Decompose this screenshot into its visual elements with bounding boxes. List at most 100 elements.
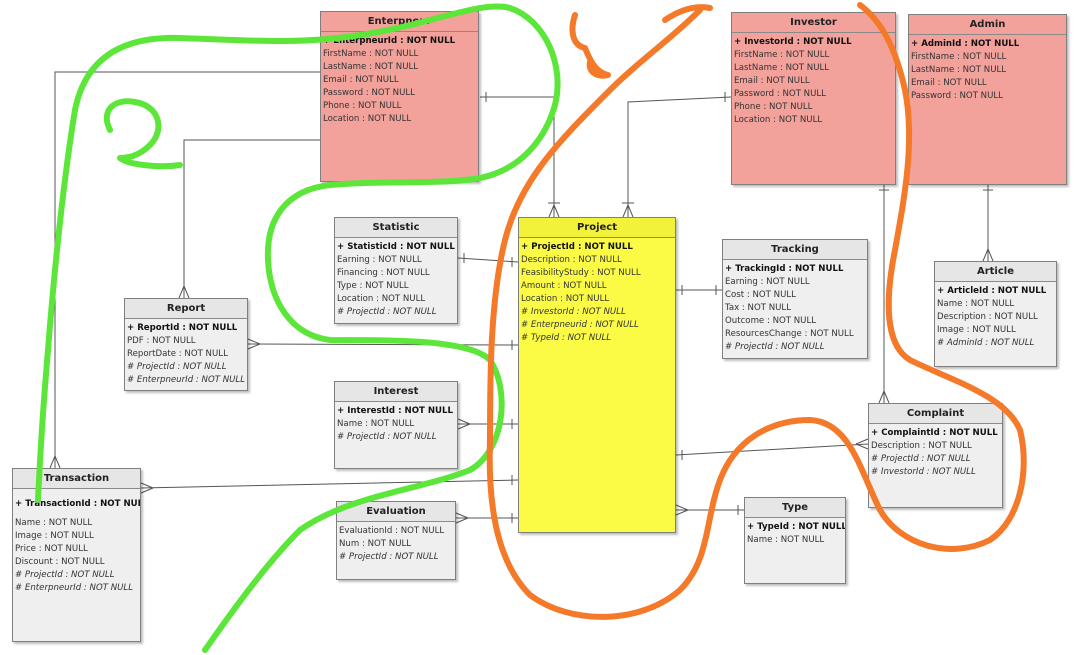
link-crowfoot xyxy=(878,390,885,404)
link-crowfoot xyxy=(247,338,261,345)
primary-key-field: + TrackingId : NOT NULL xyxy=(725,264,844,274)
attribute-field: Type : NOT NULL xyxy=(337,281,409,291)
foreign-key-field: # ProjectId : NOT NULL xyxy=(127,362,227,372)
attribute-field: Tax : NOT NULL xyxy=(725,303,792,313)
primary-key-field: + TypeId : NOT NULL xyxy=(747,522,846,532)
link-crowfoot xyxy=(140,487,154,494)
entity-title: Type xyxy=(745,498,845,518)
link-crowfoot xyxy=(622,204,629,218)
link-investor-project xyxy=(627,96,732,217)
attribute-field: Name : NOT NULL xyxy=(337,419,415,429)
foreign-key-field: # EnterpneurId : NOT NULL xyxy=(15,583,133,593)
link-crowfoot xyxy=(178,285,185,299)
entity-title: Report xyxy=(125,299,247,319)
entity-fields: + TypeId : NOT NULL Name : NOT NULL xyxy=(745,518,845,549)
entity-title: Transaction xyxy=(13,469,140,489)
link-crowfoot xyxy=(548,204,555,218)
attribute-field: Image : NOT NULL xyxy=(937,325,1016,335)
link-crowfoot xyxy=(455,512,469,519)
foreign-key-field: # Enterpneurid : NOT NULL xyxy=(521,320,639,330)
attribute-field: Email : NOT NULL xyxy=(911,78,987,88)
link-crowfoot xyxy=(553,204,560,218)
link-crowfoot xyxy=(883,390,890,404)
attribute-field: FirstName : NOT NULL xyxy=(734,50,830,60)
entity-article[interactable]: Article + ArticleId : NOT NULL Name : NOT… xyxy=(934,261,1057,367)
attribute-field: Name : NOT NULL xyxy=(937,299,1015,309)
link-crowfoot xyxy=(987,248,994,262)
link-crowfoot xyxy=(457,423,471,430)
link-project-complaint xyxy=(675,443,869,456)
entity-title: Investor xyxy=(732,13,895,33)
link-enterpneur-project xyxy=(480,96,555,217)
link-crowfoot xyxy=(49,455,56,469)
link-crowfoot xyxy=(855,438,869,445)
link-crowfoot xyxy=(627,204,634,218)
entity-fields: + ProjectId : NOT NULL Description : NOT … xyxy=(519,238,675,347)
attribute-field: ReportDate : NOT NULL xyxy=(127,349,228,359)
attribute-field: ResourcesChange : NOT NULL xyxy=(725,329,854,339)
attribute-field: Email : NOT NULL xyxy=(734,76,810,86)
link-crowfoot xyxy=(183,285,190,299)
link-statistic-project xyxy=(457,257,519,263)
attribute-field: Email : NOT NULL xyxy=(323,75,399,85)
primary-key-field: + ArticleId : NOT NULL xyxy=(937,286,1047,296)
foreign-key-field: # EnterpneurId : NOT NULL xyxy=(127,375,245,385)
foreign-key-field: # InvestorId : NOT NULL xyxy=(521,307,626,317)
attribute-field: Amount : NOT NULL xyxy=(521,281,607,291)
link-crowfoot xyxy=(675,504,689,511)
foreign-key-field: # TypeId : NOT NULL xyxy=(521,333,612,343)
entity-title: Tracking xyxy=(723,240,867,260)
entity-title: Complaint xyxy=(869,404,1002,424)
attribute-field: Location : NOT NULL xyxy=(323,114,412,124)
entity-title: Statistic xyxy=(335,218,457,238)
attribute-field: Description : NOT NULL xyxy=(521,255,622,265)
attribute-field: Phone : NOT NULL xyxy=(734,102,813,112)
attribute-field: Location : NOT NULL xyxy=(521,294,610,304)
foreign-key-field: # ProjectId : NOT NULL xyxy=(337,307,437,317)
attribute-field: Location : NOT NULL xyxy=(734,115,823,125)
foreign-key-field: # ProjectId : NOT NULL xyxy=(15,570,115,580)
attribute-field: LastName : NOT NULL xyxy=(323,62,419,72)
entity-title: Evaluation xyxy=(337,502,455,522)
entity-title: Enterpneur xyxy=(321,12,478,32)
primary-key-field: + InvestorId : NOT NULL xyxy=(734,37,852,47)
link-crowfoot xyxy=(982,248,989,262)
link-crowfoot xyxy=(247,343,261,350)
attribute-field: Earning : NOT NULL xyxy=(725,277,810,287)
foreign-key-field: # ProjectId : NOT NULL xyxy=(337,432,437,442)
entity-type[interactable]: Type + TypeId : NOT NULL Name : NOT NULL xyxy=(744,497,846,584)
attribute-field: Cost : NOT NULL xyxy=(725,290,796,300)
link-report-project xyxy=(247,343,519,346)
entity-title: Article xyxy=(935,262,1056,282)
primary-key-field: + StatisticId : NOT NULL xyxy=(337,242,455,252)
attribute-field: EvaluationId : NOT NULL xyxy=(339,526,445,536)
attribute-field: LastName : NOT NULL xyxy=(734,63,830,73)
attribute-field: PDF : NOT NULL xyxy=(127,336,196,346)
primary-key-field: + AdminId : NOT NULL xyxy=(911,39,1020,49)
entity-fields: + InterestId : NOT NULL Name : NOT NULL # … xyxy=(335,402,457,446)
attribute-field: Image : NOT NULL xyxy=(15,531,94,541)
link-crowfoot xyxy=(455,517,469,524)
attribute-field: Name : NOT NULL xyxy=(747,535,825,545)
entity-investor[interactable]: Investor + InvestorId : NOT NULL FirstNam… xyxy=(731,12,896,185)
attribute-field: Location : NOT NULL xyxy=(337,294,426,304)
attribute-field: Password : NOT NULL xyxy=(323,88,415,98)
link-enterpneur-report xyxy=(183,139,320,298)
link-crowfoot xyxy=(457,418,471,425)
primary-key-field: + ProjectId : NOT NULL xyxy=(521,242,633,252)
primary-key-field: + InterestId : NOT NULL xyxy=(337,406,453,416)
entity-tracking[interactable]: Tracking + TrackingId : NOT NULL Earning … xyxy=(722,239,868,359)
attribute-field: Description : NOT NULL xyxy=(871,441,972,451)
